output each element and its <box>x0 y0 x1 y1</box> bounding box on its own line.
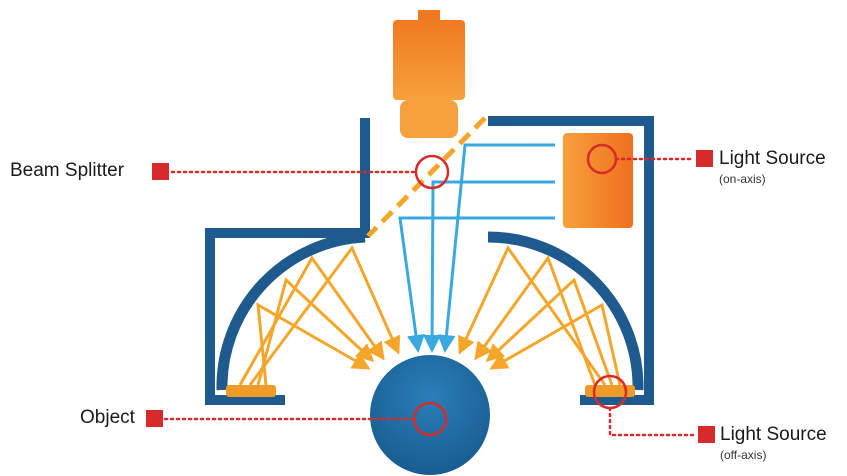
label-beam-splitter: Beam Splitter <box>10 160 125 181</box>
label-light-source-on-axis: Light Source <box>719 148 826 169</box>
dome-housing <box>205 116 654 405</box>
leader-lines <box>163 157 697 437</box>
beam-splitter-glass <box>366 116 487 238</box>
housing-right-wall <box>488 116 654 405</box>
light-source-off-axis-right <box>585 385 635 397</box>
light-source-on-axis <box>563 133 633 228</box>
light-source-off-axis-left <box>226 385 276 397</box>
off-axis-light-rays <box>238 245 622 386</box>
dome-left-arc <box>216 231 366 391</box>
label-light-source-off-axis-sub: (off-axis) <box>720 448 767 462</box>
camera-icon <box>393 10 465 138</box>
dome-right-arc <box>487 231 644 391</box>
housing-left-wall <box>205 118 370 405</box>
label-light-source-off-axis: Light Source <box>720 424 827 445</box>
object-sphere <box>370 355 490 475</box>
label-object: Object <box>80 407 135 428</box>
square-marker-icon <box>146 150 715 443</box>
label-light-source-on-axis-sub: (on-axis) <box>719 172 766 186</box>
on-axis-light-rays <box>398 143 555 353</box>
callout-circle-beam-splitter <box>414 154 450 190</box>
